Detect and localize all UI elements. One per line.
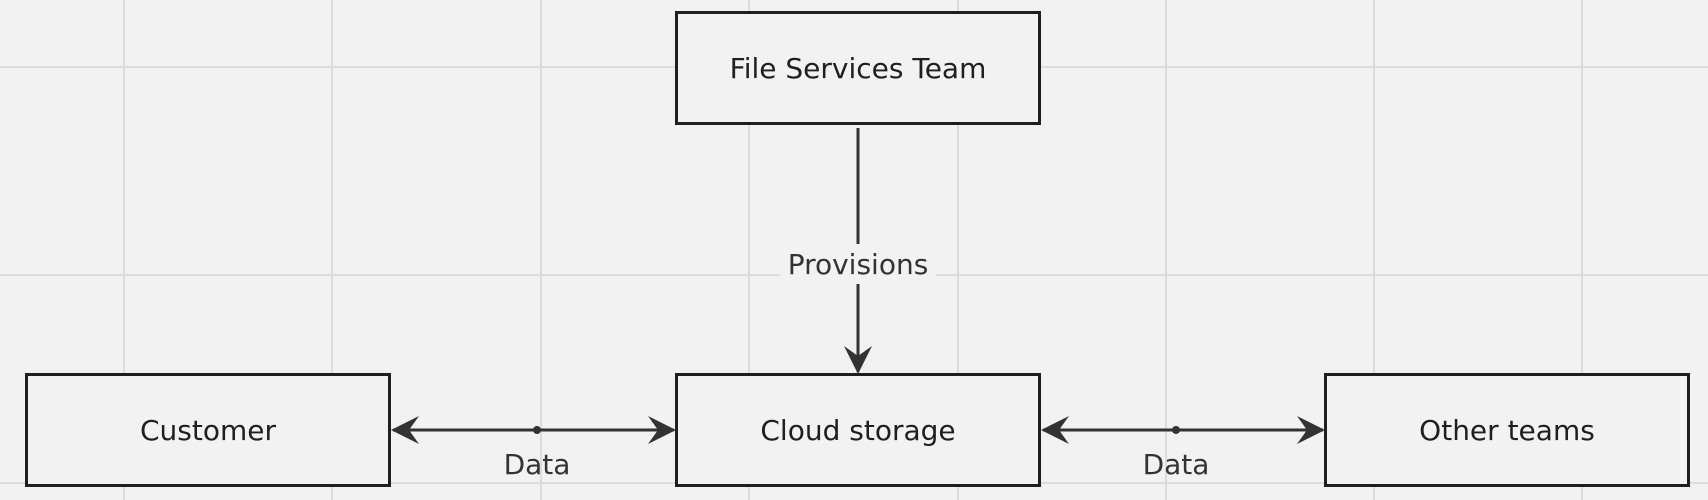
- node-customer[interactable]: Customer: [25, 373, 391, 487]
- provisions-label: Provisions: [788, 248, 929, 281]
- connector-midpoint: [533, 426, 541, 434]
- connector-midpoint: [1172, 426, 1180, 434]
- node-label: Other teams: [1419, 413, 1595, 447]
- provisions-connector[interactable]: Provisions: [780, 128, 936, 374]
- customer-data-label: Data: [504, 448, 571, 481]
- other-teams-data-connector[interactable]: Data: [1041, 416, 1325, 481]
- customer-data-connector[interactable]: Data: [391, 416, 676, 481]
- node-label: File Services Team: [729, 51, 987, 85]
- other-teams-data-label: Data: [1143, 448, 1210, 481]
- node-file-services-team[interactable]: File Services Team: [675, 11, 1041, 125]
- node-label: Cloud storage: [760, 413, 956, 447]
- node-other-teams[interactable]: Other teams: [1324, 373, 1690, 487]
- node-cloud-storage[interactable]: Cloud storage: [675, 373, 1041, 487]
- node-label: Customer: [139, 413, 276, 447]
